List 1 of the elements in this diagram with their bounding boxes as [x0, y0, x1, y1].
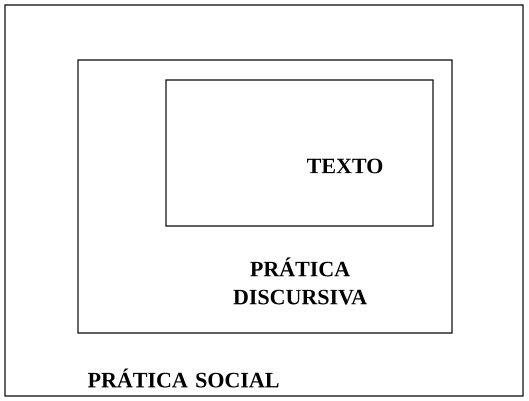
nested-box: TEXTO	[165, 79, 434, 227]
